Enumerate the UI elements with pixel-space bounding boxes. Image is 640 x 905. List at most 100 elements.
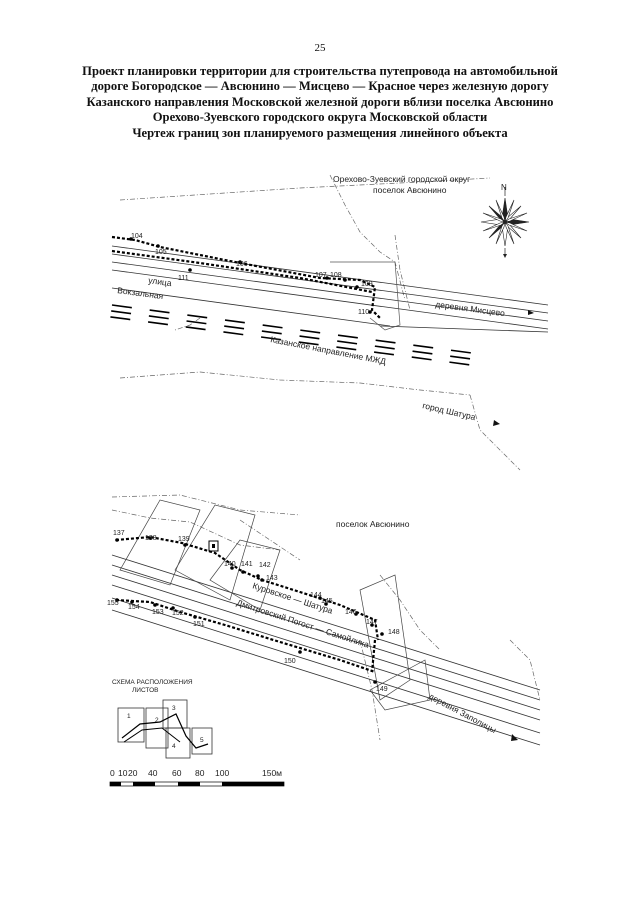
point-marker — [241, 570, 245, 574]
top-map-fragment: 104 105 106 107 108 109 111 110 — [110, 174, 549, 471]
sheet-layout-legend: СХЕМА РАСПОЛОЖЕНИЯ ЛИСТОВ 1 2 3 4 5 — [112, 679, 213, 759]
point-marker — [370, 623, 374, 627]
point-marker — [318, 596, 322, 600]
poselok-label: поселок Авсюнино — [373, 185, 447, 195]
scale-tick-label: 0 — [110, 768, 115, 778]
point-marker — [129, 237, 133, 241]
zone-outline — [330, 261, 401, 331]
point-marker — [355, 285, 359, 289]
point-label: 137 — [113, 530, 125, 537]
sheet-number: 3 — [172, 705, 176, 712]
point-markers-bottom — [115, 536, 384, 684]
title-line: дороге Богородское — Авсюнино — Мисцево … — [91, 79, 549, 94]
point-marker — [373, 680, 377, 684]
point-label: 142 — [259, 562, 271, 569]
point-marker — [156, 244, 160, 248]
sheet-number: 4 — [172, 743, 176, 750]
scale-tick-label: 40 — [148, 768, 158, 778]
title-line: Казанского направления Московской железн… — [86, 94, 554, 109]
point-label: 105 — [155, 249, 167, 256]
point-marker — [324, 602, 328, 606]
title-line: Орехово-Зуевского городского округа Моск… — [152, 110, 488, 125]
contour-lines — [119, 174, 521, 471]
point-label: 143 — [266, 575, 278, 582]
point-label: 107 — [315, 272, 327, 279]
point-label: 146 — [345, 609, 357, 616]
sheet-number: 1 — [127, 713, 131, 720]
point-marker — [171, 606, 175, 610]
road-lines — [111, 554, 541, 746]
point-label: 109 — [361, 281, 373, 288]
street-label: улица — [148, 275, 173, 288]
point-marker — [298, 650, 302, 654]
point-marker — [343, 278, 347, 282]
zone-boundary-bottom — [115, 535, 380, 674]
point-marker — [380, 632, 384, 636]
scale-tick-label: 60 — [172, 768, 182, 778]
legend-title: СХЕМА РАСПОЛОЖЕНИЯ — [112, 679, 193, 686]
structure-marker-core — [212, 544, 215, 548]
street-name-label: Вокзальная — [117, 285, 165, 301]
direction-arrow-icon — [528, 310, 534, 315]
point-label: 138 — [145, 535, 157, 542]
scale-tick-label: 80 — [195, 768, 205, 778]
point-label: 152 — [172, 610, 184, 617]
sheet-number: 2 — [155, 717, 159, 724]
title-line: Проект планировки территории для строите… — [82, 64, 558, 78]
shatura-label: город Шатура — [422, 400, 477, 422]
compass-rose-icon — [480, 187, 530, 258]
point-labels-top: 104 105 106 107 108 109 111 110 — [131, 233, 373, 316]
point-label: 150 — [284, 658, 296, 665]
point-marker — [368, 310, 372, 314]
structure-marker — [208, 540, 219, 552]
contour-lines — [111, 494, 541, 741]
point-label: 141 — [241, 561, 253, 568]
north-label: N — [501, 183, 507, 192]
point-marker — [238, 260, 242, 264]
drawing-title: Проект планировки территории для строите… — [60, 64, 580, 141]
sheet-frame — [165, 727, 191, 759]
point-label: 155 — [107, 600, 119, 607]
point-labels-bottom: 137 138 139 140 141 142 143 144 145 146 … — [107, 530, 400, 693]
point-label: 147 — [366, 619, 378, 626]
point-label: 110 — [358, 309, 369, 316]
point-marker — [148, 536, 152, 540]
title-line: Чертеж границ зон планируемого размещени… — [132, 125, 508, 140]
point-marker — [256, 574, 260, 578]
direction-arrow-icon — [511, 734, 518, 741]
legend-subtitle: ЛИСТОВ — [132, 687, 159, 694]
point-marker — [354, 612, 358, 616]
point-marker — [115, 538, 119, 542]
point-label: 151 — [193, 621, 205, 628]
point-marker — [193, 615, 197, 619]
okrug-label: Орехово-Зуевский городской округ — [333, 174, 470, 184]
point-label: 104 — [131, 233, 143, 240]
zone-boundary-top — [111, 235, 381, 319]
point-label: 111 — [178, 275, 189, 282]
point-label: 148 — [388, 629, 400, 636]
point-marker — [260, 578, 264, 582]
point-marker — [130, 600, 134, 604]
point-label: 106 — [236, 261, 248, 268]
scale-tick-label: 100 — [215, 768, 229, 778]
point-label: 153 — [152, 609, 164, 616]
point-marker — [115, 598, 119, 602]
point-label: 145 — [321, 598, 333, 605]
point-marker — [188, 268, 192, 272]
sheet-number: 5 — [200, 737, 204, 744]
direction-arrow-icon — [493, 420, 500, 426]
railway-label: Казанское направление МЖД — [270, 334, 387, 366]
point-label: 108 — [330, 272, 342, 279]
sheet-frame — [117, 707, 145, 743]
point-markers-top — [129, 237, 372, 314]
point-marker — [153, 603, 157, 607]
point-label: 149 — [376, 686, 388, 693]
point-label: 144 — [310, 592, 322, 599]
poselok-label: поселок Авсюнино — [336, 519, 410, 529]
railway-hatches — [110, 304, 471, 366]
page-number: 25 — [314, 42, 326, 54]
point-label: 139 — [178, 536, 190, 543]
zone-outline — [119, 499, 431, 711]
point-marker — [183, 543, 187, 547]
